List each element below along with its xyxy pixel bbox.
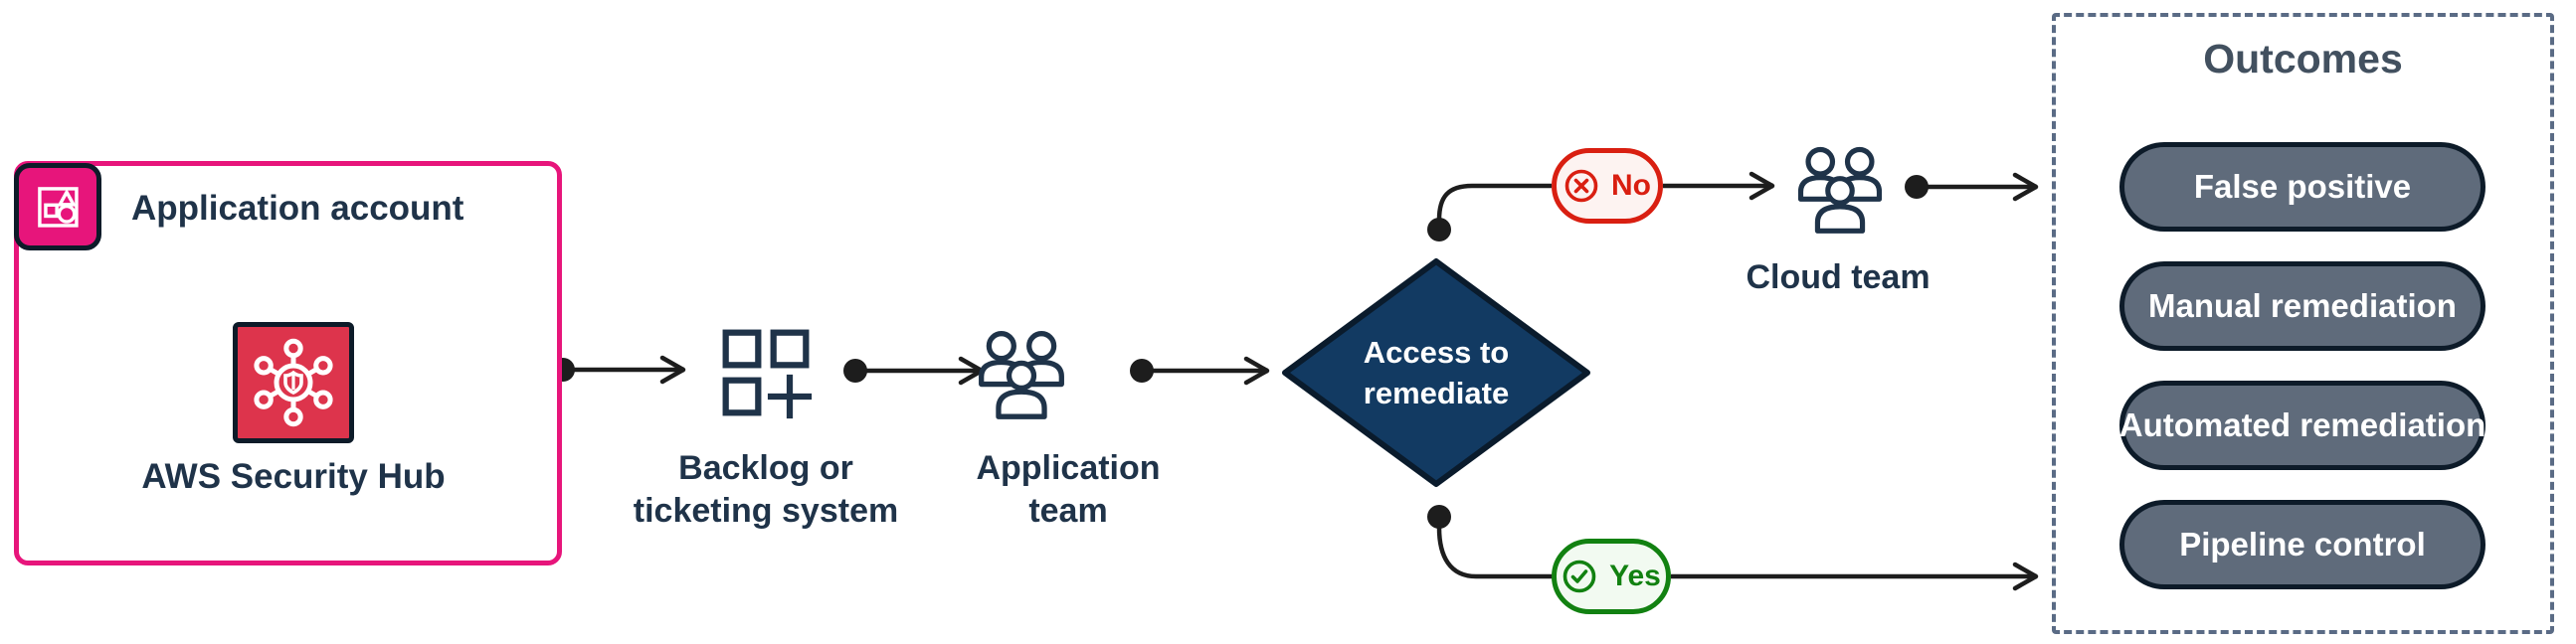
security-hub-label: AWS Security Hub [141,457,446,496]
cross-circle-icon [1564,169,1598,203]
resource-shapes-icon [38,187,79,228]
security-hub-icon [254,338,333,427]
connector-decision-to-yes [1436,527,1554,579]
application-team-icon [979,331,1064,419]
outcomes-title: Outcomes [2203,36,2403,81]
application-team-label-line1: Application [976,449,1161,487]
connector-dot [1905,175,1929,199]
security-hub-icon-box [233,322,354,443]
no-label: No [1611,169,1651,202]
no-pill: No [1552,148,1663,224]
outcome-pill-manual-remediation: Manual remediation [2119,261,2485,351]
application-account-badge [14,163,101,250]
yes-pill: Yes [1552,539,1671,614]
connector-dot [843,359,867,383]
decision-diamond [1282,258,1590,487]
outcome-pill-pipeline-control: Pipeline control [2119,500,2485,589]
connector-dot [1427,505,1451,529]
decision-label: Access to remediate [1277,253,1595,492]
decision-label-line2: remediate [1363,376,1510,410]
cloud-team-icon [1797,146,1883,234]
backlog-label-line2: ticketing system [633,492,899,530]
check-circle-icon [1563,560,1596,593]
cloud-team-label: Cloud team [1746,258,1931,296]
connector-dot [1130,359,1154,383]
backlog-label: Backlog or ticketing system [587,447,945,533]
backlog-ticketing-icon [722,329,813,419]
connector-decision-to-no [1436,183,1552,221]
connector-dot [1427,218,1451,242]
backlog-label-line1: Backlog or [678,449,853,487]
outcome-pill-false-positive: False positive [2119,142,2485,232]
application-account-title: Application account [131,189,464,228]
application-team-label: Application team [909,447,1227,533]
outcome-pill-automated-remediation: Automated remediation [2119,381,2485,470]
application-team-label-line2: team [1028,492,1108,530]
yes-label: Yes [1609,560,1661,592]
decision-label-line1: Access to [1363,335,1510,370]
